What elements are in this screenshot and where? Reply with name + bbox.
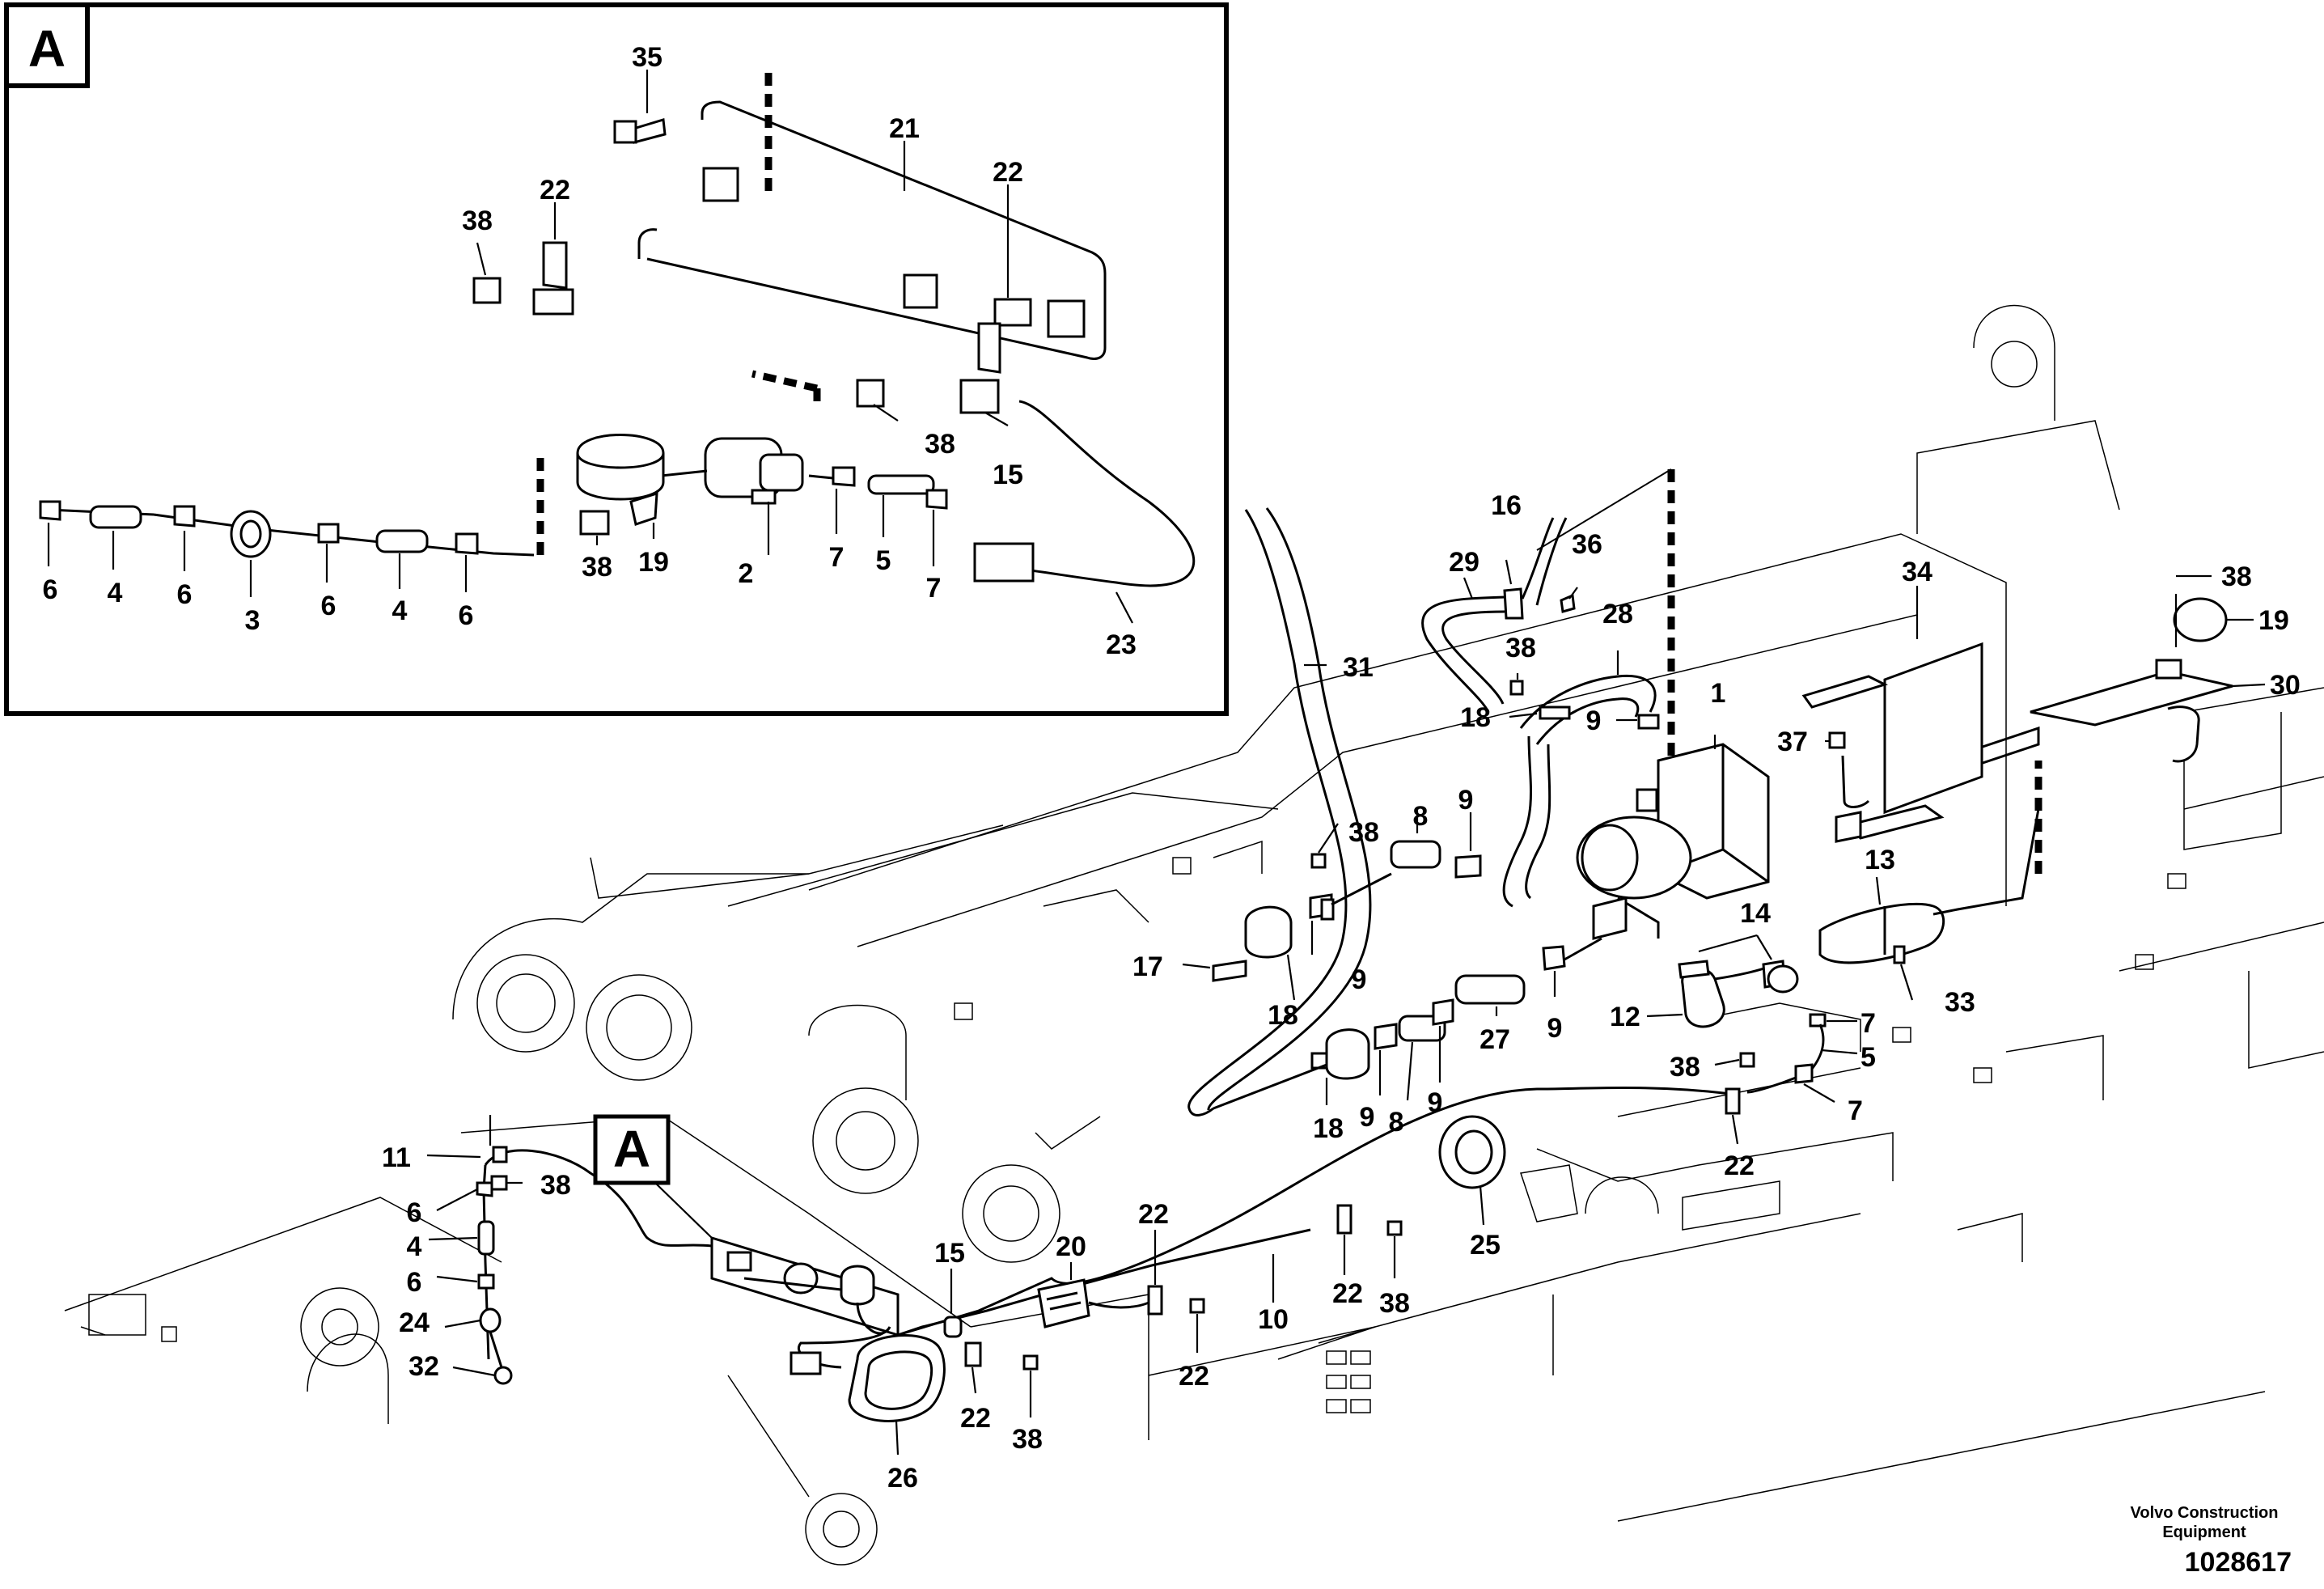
callout-4: 4: [392, 595, 408, 626]
callout-38: 38: [462, 206, 493, 236]
brand-line-2: Equipment: [2162, 1523, 2246, 1541]
callout-22: 22: [1138, 1199, 1169, 1230]
callout-5: 5: [876, 545, 891, 576]
machine-frame: [64, 304, 2324, 1566]
callout-6: 6: [407, 1197, 422, 1228]
callout-36: 36: [1572, 529, 1602, 560]
callout-37: 37: [1777, 727, 1808, 757]
callout-11: 11: [382, 1142, 411, 1173]
callout-22: 22: [1724, 1150, 1755, 1181]
callout-20: 20: [1056, 1231, 1086, 1262]
callout-38: 38: [1012, 1424, 1043, 1455]
callout-9: 9: [1352, 964, 1367, 995]
heater-assembly: A: [426, 468, 2266, 1456]
callout-12: 12: [1610, 1002, 1640, 1032]
callout-25: 25: [1470, 1230, 1501, 1261]
callout-18: 18: [1460, 702, 1491, 733]
callout-3: 3: [245, 605, 260, 636]
callout-27: 27: [1479, 1024, 1510, 1055]
callout-13: 13: [1865, 845, 1895, 875]
callout-22: 22: [540, 175, 570, 206]
callout-7: 7: [1848, 1095, 1863, 1126]
callout-6: 6: [43, 574, 58, 605]
callout-5: 5: [1860, 1042, 1876, 1073]
detail-a-label: A: [28, 19, 66, 78]
callout-14: 14: [1740, 898, 1771, 929]
callout-30: 30: [2270, 670, 2301, 701]
callout-38: 38: [1348, 817, 1379, 848]
callout-33: 33: [1945, 987, 1975, 1018]
callout-19: 19: [2258, 605, 2289, 636]
callout-22: 22: [1179, 1361, 1209, 1392]
callout-6: 6: [407, 1267, 422, 1298]
view-a-label: A: [613, 1120, 650, 1178]
callout-38: 38: [2221, 561, 2252, 592]
callout-4: 4: [407, 1231, 422, 1262]
callout-38: 38: [540, 1170, 571, 1201]
callout-38: 38: [1505, 633, 1536, 663]
callout-2: 2: [739, 558, 754, 589]
callout-9: 9: [1360, 1102, 1375, 1133]
callout-15: 15: [934, 1238, 965, 1269]
callout-9: 9: [1428, 1087, 1443, 1118]
detail-a-inset: A: [4, 2, 1229, 716]
callout-labels: 35 21 22 38 22 38 15 6 4 6 3 6 4 6 38 19…: [43, 42, 2301, 1494]
callout-1: 1: [1711, 678, 1726, 709]
callout-10: 10: [1258, 1304, 1289, 1335]
callout-32: 32: [408, 1351, 439, 1382]
callout-34: 34: [1902, 557, 1932, 587]
callout-22: 22: [993, 157, 1023, 188]
callout-23: 23: [1106, 629, 1137, 660]
callout-6: 6: [459, 600, 474, 631]
callout-6: 6: [177, 579, 193, 610]
callout-22: 22: [1332, 1278, 1363, 1309]
callout-22: 22: [960, 1403, 991, 1434]
callout-18: 18: [1268, 1000, 1298, 1031]
callout-38: 38: [1670, 1052, 1700, 1083]
callout-16: 16: [1491, 490, 1522, 521]
brand-line-1: Volvo Construction: [2130, 1504, 2279, 1522]
callout-38: 38: [1379, 1288, 1410, 1319]
callout-4: 4: [108, 578, 123, 608]
callout-9: 9: [1547, 1013, 1563, 1044]
callout-7: 7: [829, 542, 845, 573]
callout-26: 26: [887, 1463, 918, 1494]
brand-caption: Volvo Construction Equipment: [2107, 1503, 2301, 1542]
callout-15: 15: [993, 460, 1023, 490]
callout-38: 38: [582, 552, 612, 583]
callout-31: 31: [1343, 652, 1374, 683]
callout-17: 17: [1132, 951, 1163, 982]
callout-6: 6: [321, 591, 337, 621]
callout-29: 29: [1449, 547, 1479, 578]
callout-7: 7: [926, 573, 942, 604]
callout-21: 21: [889, 113, 920, 144]
callout-24: 24: [399, 1307, 430, 1338]
callout-19: 19: [638, 547, 669, 578]
callout-9: 9: [1586, 706, 1602, 736]
callout-28: 28: [1602, 599, 1633, 629]
callout-7: 7: [1860, 1008, 1876, 1039]
callout-9: 9: [1458, 785, 1474, 816]
callout-18: 18: [1313, 1113, 1344, 1144]
callout-8: 8: [1413, 801, 1429, 832]
callout-35: 35: [632, 42, 662, 73]
callout-8: 8: [1389, 1107, 1404, 1138]
drawing-number: 1028617: [2184, 1547, 2292, 1578]
callout-38: 38: [925, 429, 955, 460]
